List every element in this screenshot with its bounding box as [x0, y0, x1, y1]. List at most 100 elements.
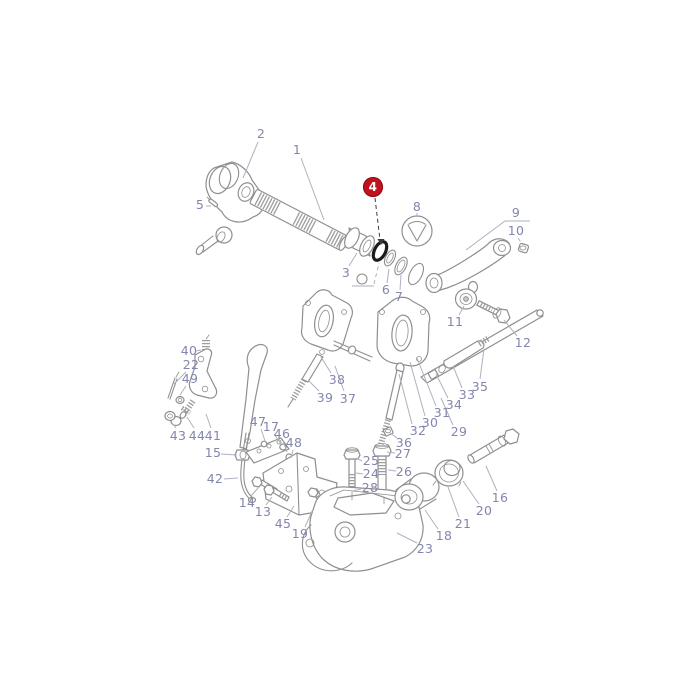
callout-1[interactable]: 1	[292, 141, 302, 157]
callout-32[interactable]: 32	[409, 422, 427, 438]
left-bracket-plate	[300, 289, 353, 355]
callout-5[interactable]: 5	[195, 196, 205, 212]
clip-pin	[206, 196, 219, 208]
callout-34[interactable]: 34	[445, 396, 463, 412]
leader-line-1	[300, 157, 325, 221]
callout-37[interactable]: 37	[339, 390, 357, 406]
leader-line-3	[348, 252, 358, 267]
callout-46[interactable]: 46	[273, 425, 291, 441]
leader-line-39	[307, 379, 320, 392]
callout-10[interactable]: 10	[507, 222, 525, 238]
washer-seal-stack	[383, 249, 425, 286]
callout-42[interactable]: 42	[206, 470, 224, 486]
callout-25[interactable]: 25	[362, 452, 380, 468]
leader-line-26	[387, 469, 397, 472]
callout-19[interactable]: 19	[291, 525, 309, 541]
callout-48[interactable]: 48	[285, 434, 303, 450]
callout-31[interactable]: 31	[433, 404, 451, 420]
callout-23[interactable]: 23	[416, 540, 434, 556]
leader-line-46	[282, 440, 288, 453]
callout-43[interactable]: 43	[169, 427, 187, 443]
callout-20[interactable]: 20	[475, 502, 493, 518]
leader-line-13	[265, 496, 273, 506]
leader-arrow-4	[377, 239, 385, 245]
centre-cam-plate	[376, 296, 431, 374]
callout-4-selected[interactable]: 4	[363, 177, 383, 197]
callout-17[interactable]: 17	[262, 418, 280, 434]
callout-2[interactable]: 2	[256, 125, 266, 141]
callout-14[interactable]: 14	[238, 494, 256, 510]
long-control-rod	[420, 309, 544, 384]
leader-line-45	[286, 505, 295, 518]
callout-30[interactable]: 30	[421, 414, 439, 430]
leader-line-30	[409, 361, 426, 417]
leader-line-29	[440, 397, 454, 426]
leader-line-14	[250, 487, 259, 497]
leader-line-43	[171, 422, 177, 429]
callout-27[interactable]: 27	[394, 445, 412, 461]
leader-line-20	[462, 480, 480, 505]
bolt-right	[476, 300, 511, 324]
drop-rod-42	[240, 432, 257, 504]
leader-line-44	[186, 416, 195, 429]
callout-13[interactable]: 13	[254, 503, 272, 519]
leader-line-37	[334, 365, 345, 392]
callout-15[interactable]: 15	[204, 444, 222, 460]
leader-line-28	[351, 488, 362, 492]
callout-38[interactable]: 38	[328, 371, 346, 387]
callout-3[interactable]: 3	[341, 264, 351, 280]
callout-40[interactable]: 40	[180, 342, 198, 358]
snap-ring-selected	[371, 240, 389, 262]
callout-21[interactable]: 21	[454, 515, 472, 531]
callout-16[interactable]: 16	[491, 489, 509, 505]
callout-6[interactable]: 6	[381, 281, 391, 297]
callout-11[interactable]: 11	[446, 313, 464, 329]
callout-36[interactable]: 36	[395, 434, 413, 450]
leader-line-15	[220, 453, 238, 456]
callout-26[interactable]: 26	[395, 463, 413, 479]
valve-housing	[301, 486, 424, 572]
washer-49	[175, 395, 185, 405]
leader-line-11	[458, 305, 465, 316]
small-o-ring-symbol	[356, 273, 368, 285]
callout-12[interactable]: 12	[514, 334, 532, 350]
callout-49[interactable]: 49	[181, 370, 199, 386]
ball-stud	[195, 226, 233, 256]
bush-43	[164, 410, 182, 427]
callout-9[interactable]: 9	[511, 204, 521, 220]
callout-18[interactable]: 18	[435, 527, 453, 543]
leader-line-34	[435, 373, 449, 399]
callout-29[interactable]: 29	[450, 423, 468, 439]
leader-line-2	[242, 141, 259, 179]
control-shaft	[249, 189, 349, 252]
leader-line-7	[399, 274, 402, 291]
cam-lever	[179, 348, 218, 419]
piston	[394, 472, 440, 511]
callout-41[interactable]: 41	[204, 427, 222, 443]
callout-45[interactable]: 45	[274, 515, 292, 531]
leader-line-36	[389, 432, 398, 439]
leader-line-16	[485, 465, 498, 492]
leader-line-19	[304, 508, 314, 528]
leader-line-42	[223, 477, 239, 480]
callout-8[interactable]: 8	[412, 198, 422, 214]
leader-line-48	[290, 449, 294, 459]
callout-33[interactable]: 33	[458, 386, 476, 402]
callout-22[interactable]: 22	[182, 356, 200, 372]
leader-line-41	[205, 413, 212, 429]
bolt-13	[263, 484, 290, 502]
callout-35[interactable]: 35	[471, 378, 489, 394]
callout-7[interactable]: 7	[394, 288, 404, 304]
leader-line-38	[320, 356, 332, 374]
callout-44[interactable]: 44	[188, 427, 206, 443]
callout-47[interactable]: 47	[249, 413, 267, 429]
cross-link	[333, 340, 373, 362]
leader-line-49	[179, 385, 187, 396]
small-nut	[517, 242, 530, 254]
callout-28[interactable]: 28	[361, 479, 379, 495]
callout-24[interactable]: 24	[362, 465, 380, 481]
callout-39[interactable]: 39	[316, 389, 334, 405]
clevis-pin	[467, 428, 520, 464]
leader-line-17	[273, 433, 282, 445]
